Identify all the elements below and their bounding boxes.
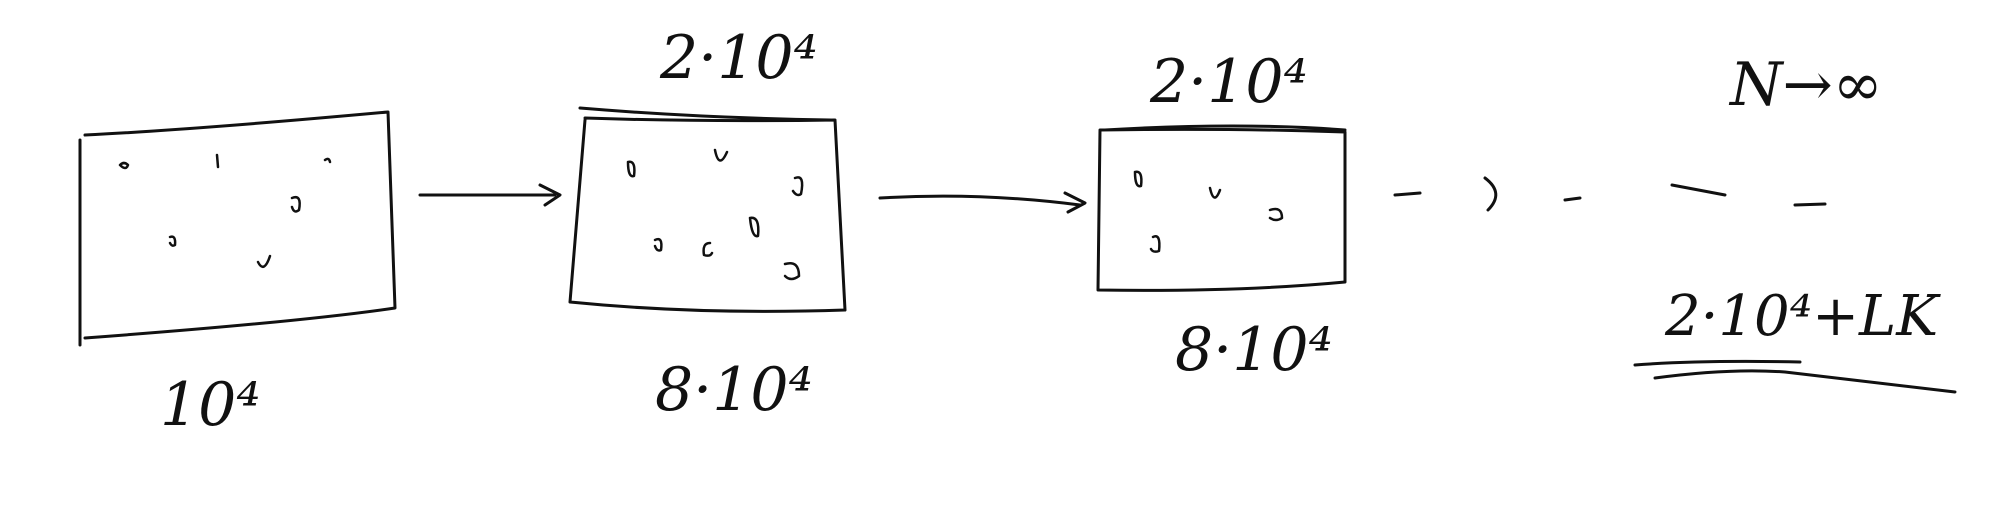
box-2-outline	[568, 106, 847, 313]
dash	[1563, 196, 1582, 202]
box-1	[78, 110, 397, 347]
box-2-top-label: 2·10⁴	[659, 23, 818, 93]
particle	[168, 235, 177, 247]
box-3	[1096, 124, 1347, 292]
dash	[1670, 183, 1727, 197]
box-1-bottom-label: 10⁴	[160, 370, 260, 440]
arrow-2	[878, 191, 1087, 214]
dash	[1393, 191, 1422, 197]
particle	[626, 160, 636, 178]
particle	[215, 153, 220, 169]
particle	[1208, 186, 1222, 199]
particle	[713, 148, 729, 162]
particle	[1268, 207, 1284, 222]
arrow-2-shaft	[878, 194, 1082, 207]
particle	[1133, 170, 1143, 188]
particle	[1149, 235, 1161, 253]
box-3-particles	[1133, 170, 1284, 253]
arrow-1	[418, 183, 562, 207]
box-1-outline	[78, 110, 397, 347]
box-3-bottom-label: 8·10⁴	[1175, 315, 1333, 385]
dash	[1793, 202, 1827, 207]
box-2-bottom-label: 8·10⁴	[655, 355, 813, 425]
particle	[653, 237, 663, 252]
box-1-particles	[118, 153, 332, 269]
underline-1	[1633, 359, 1802, 367]
limit-top-label: N→∞	[1728, 50, 1883, 120]
arrow-2-head	[1063, 191, 1087, 214]
particle	[256, 254, 272, 269]
underline-2	[1653, 369, 1957, 394]
box-2-particles	[626, 148, 804, 281]
box-2	[568, 106, 847, 313]
particle	[290, 196, 301, 213]
particle	[323, 157, 332, 164]
particle	[791, 176, 804, 197]
box-3-top-label: 2·10⁴	[1149, 47, 1308, 117]
particle	[783, 262, 801, 281]
arrow-1-head	[538, 183, 562, 207]
dashed-continuation	[1393, 176, 1827, 212]
particle	[118, 161, 130, 170]
particle	[702, 241, 714, 257]
particle	[748, 216, 760, 238]
box-3-outline	[1096, 124, 1347, 292]
limit-bottom-label: 2·10⁴+LK	[1664, 284, 1941, 349]
limit-underlines	[1633, 359, 1957, 394]
dash-arrowhead	[1483, 176, 1498, 212]
